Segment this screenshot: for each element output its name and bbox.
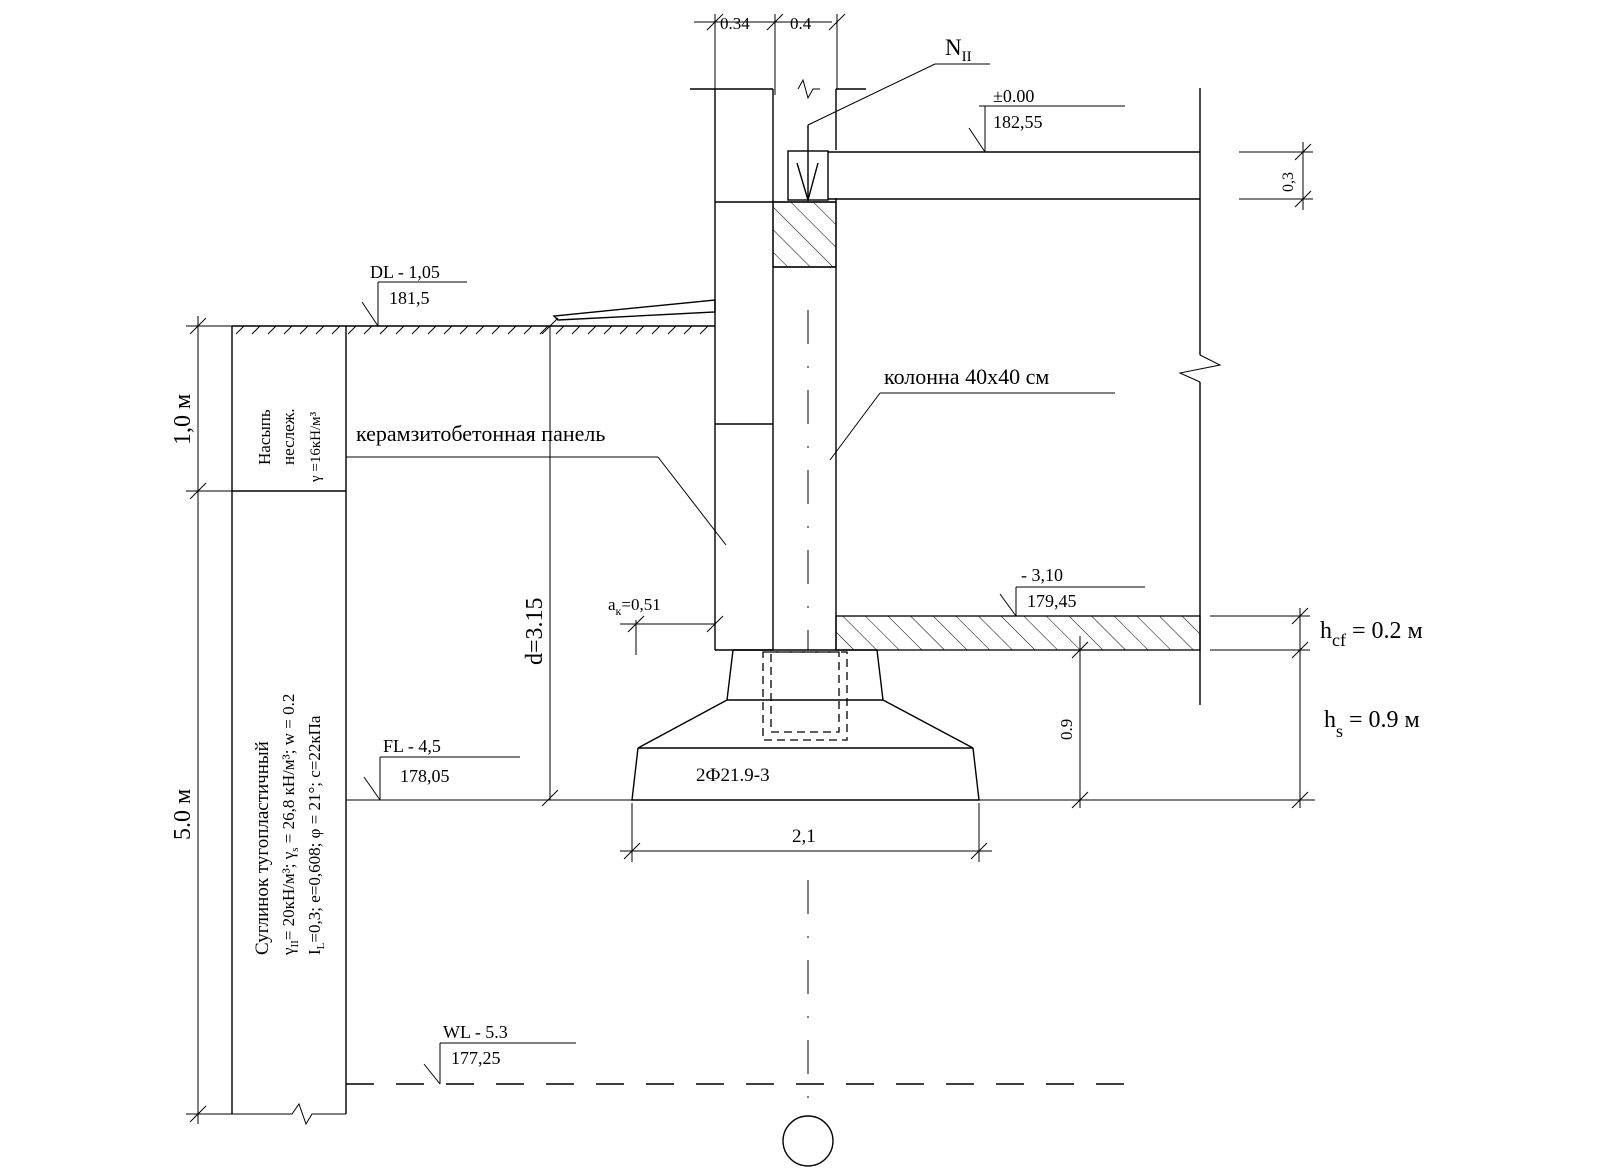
level-dl-abs: 181,5 (389, 288, 430, 308)
wall-and-column (690, 78, 866, 651)
water-level: WL - 5.3 177,25 (346, 1022, 1128, 1085)
level-fl-abs: 178,05 (400, 766, 450, 786)
foundation-mark: 2Ф21.9-3 (696, 765, 770, 786)
basement-floor-hatched (835, 615, 1201, 651)
level-zero-marker: ±0.00 182,55 (968, 86, 1125, 153)
ak-dimension: aк=0,51 (608, 595, 724, 655)
layer1-thickness: 1,0 м (170, 394, 196, 445)
load-label: NII (945, 35, 972, 65)
hs-label: hs = 0.9 м (1324, 707, 1420, 741)
column-width-dimension: 0.4 (790, 14, 812, 33)
depth-value: d=3.15 (522, 597, 548, 665)
ground-surface (232, 299, 716, 335)
soil2-weights: γII= 20кН/м³; γs = 26,8 кН/м³; w = 0.2 (279, 694, 301, 956)
thickness-dimensions: hcf = 0.2 м hs = 0.9 м (1210, 607, 1423, 809)
level-floor-label: - 3,10 (1021, 565, 1063, 585)
layer2-thickness: 5.0 м (170, 789, 196, 840)
soil2-name: Суглинок тугопластичный (252, 741, 273, 955)
column-hatched-band (772, 201, 837, 268)
hcf-label: hcf = 0.2 м (1320, 618, 1423, 650)
top-dimension: 0.34 0.4 (694, 13, 846, 95)
column-callout: колонна 40х40 см (829, 364, 1115, 461)
level-zero-label: ±0.00 (993, 86, 1034, 106)
axis-bubble (782, 1115, 834, 1167)
basement-floor: - 3,10 179,45 (835, 565, 1201, 651)
level-dl-label: DL - 1,05 (370, 262, 440, 282)
panel-callout: керамзитобетонная панель (346, 421, 727, 546)
height-09-dimension: 0.9 (1057, 636, 1089, 809)
level-wl-abs: 177,25 (451, 1048, 501, 1068)
height-09-value: 0.9 (1057, 719, 1076, 740)
level-dl-marker: DL - 1,05 181,5 (361, 262, 467, 327)
level-fl-label: FL - 4,5 (383, 736, 441, 756)
column-label: колонна 40х40 см (884, 364, 1049, 389)
soil2-properties: IL=0,3; e=0,608; φ = 21°; c=22кПа (305, 715, 327, 955)
floor-slab (787, 88, 1222, 705)
level-zero-abs: 182,55 (993, 112, 1043, 132)
load-arrow: NII (796, 35, 990, 203)
foundation: 2Ф21.9-3 (631, 649, 980, 801)
ak-label: aк=0,51 (608, 595, 661, 618)
base-width-value: 2,1 (792, 826, 816, 847)
level-floor-abs: 179,45 (1027, 591, 1077, 611)
wall-width-dimension: 0.34 (720, 14, 750, 33)
soil1-density: γ =16кН/м³ (308, 411, 324, 483)
level-fl-marker: FL - 4,5 178,05 (346, 736, 1315, 801)
base-width-dimension: 2,1 (620, 803, 992, 862)
panel-label: керамзитобетонная панель (356, 421, 605, 446)
level-wl-label: WL - 5.3 (443, 1022, 508, 1042)
depth-dimension: d=3.15 (522, 317, 559, 807)
blind-area (552, 299, 716, 321)
soil-column: 1,0 м 5.0 м Насыпь неслеж. γ =16кН/м³ Су… (170, 316, 347, 1126)
column-axis (782, 880, 834, 1167)
slab-thickness-dimension: 0,3 (1239, 142, 1313, 210)
slab-thickness-value: 0,3 (1280, 172, 1297, 192)
soil1-state: неслеж. (279, 408, 298, 465)
soil1-name: Насыпь (255, 409, 274, 465)
